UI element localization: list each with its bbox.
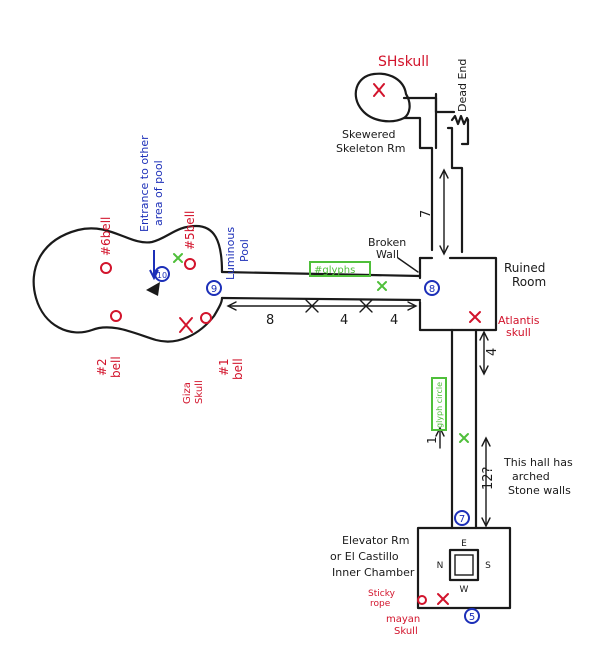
north-corridor-walls [402,96,464,254]
giza-skull-label-2: Skull [194,380,205,404]
sticky-rope-marker [417,595,427,605]
bell-6-marker [100,262,112,274]
marker-9-label: 9 [211,284,217,295]
compass-s: S [485,561,491,571]
elevator-label-2: or El Castillo [330,550,399,563]
glyph-x-marker-pool [173,253,183,263]
glyph-circle-label-box [431,377,447,431]
distance-4a-label: 4 [340,313,348,328]
broken-wall-label-2: Wall [376,248,399,261]
pool-entrance-arrowhead [149,269,159,281]
west-hall [220,270,422,302]
skewered-label-1: Skewered [342,128,396,141]
ruined-room [418,256,498,332]
elevator-label-1: Elevator Rm [342,534,409,547]
pool-entrance-label-2: area of pool [152,160,165,226]
arrowhead [439,245,449,256]
bell-2-marker [110,310,122,322]
compass-n: N [437,561,444,571]
hall-note-2: arched [512,470,550,483]
sh-skull-label: SHskull [378,54,429,70]
glyph-circle-label: glyph circle [435,382,444,428]
glyph-x-marker-south [459,433,469,443]
skewered-skeleton-room [354,72,411,123]
south-hall [450,328,478,530]
distance-4c-label: 4 [485,348,500,356]
distance-12-label: 12? [481,467,496,490]
marker-circle-8 [424,280,440,296]
marker-10-label: 10 [157,271,167,280]
skewered-label-2: Skeleton Rm [336,142,405,155]
marker-7-label: 7 [459,514,465,525]
distance-tick-x1 [305,299,319,313]
atlantis-skull-marker [469,311,481,323]
bell-2-label: #2 [95,358,109,376]
arrowhead [481,436,491,447]
marker-circle-9 [206,280,222,296]
arrowhead [439,168,449,179]
elevator-platform [448,548,480,582]
broken-wall-pointer [397,257,419,273]
arrowhead [226,301,237,311]
ruined-room-label-1: Ruined [504,261,545,275]
compass-w: W [460,585,469,595]
mayan-skull-label-1: mayan [386,614,420,625]
distance-8-label: 8 [266,313,274,328]
arrowhead [407,301,418,311]
marker-circle-5 [464,608,480,624]
arrowhead [479,365,489,376]
elevator-platform-inner [454,554,474,576]
distance-1-label: 1 [425,436,439,444]
broken-wall-label-1: Broken [368,236,406,249]
ruined-room-label-2: Room [512,275,546,289]
dead-end-walls [434,110,470,150]
marker-circle-10 [154,266,170,282]
bell-1-label: #1 [217,358,231,376]
distance-4b-label: 4 [390,313,398,328]
bell-1-marker [200,312,212,324]
hall-note-3: Stone walls [508,484,571,497]
glyph-x-marker-hall [377,281,387,291]
distance-7-label: 7 [419,210,434,218]
sticky-rope-label-2: rope [370,599,391,609]
distance-tick-x2 [359,299,373,313]
marker-5-label: 5 [469,612,475,623]
bell-1-sub: bell [231,358,245,380]
pool-entrance-label-1: Entrance to other [138,135,151,232]
mayan-skull-marker [437,593,449,605]
sticky-rope-label-1: Sticky [368,589,396,599]
marker-8-label: 8 [429,284,435,295]
arrowhead [435,426,445,437]
luminous-pool-label-2: Pool [238,239,251,262]
compass-e: E [461,539,467,549]
arrowhead [481,517,491,528]
bell-5-marker [184,258,196,270]
pool-entrance-triangle [146,282,160,296]
glyphs-label: #glyphs [314,265,355,276]
bell-6-label: #6bell [99,217,113,256]
giza-skull-marker [179,317,193,333]
marker-circle-7 [454,510,470,526]
mayan-skull-label-2: Skull [394,626,418,637]
atlantis-skull-label-2: skull [506,326,531,339]
arrowhead [479,330,489,341]
luminous-pool-label-1: Luminous [224,227,237,280]
hall-note-1: This hall has [503,456,573,469]
bell-5-label: #5bell [183,211,197,250]
pool-cave [32,224,224,343]
elevator-room [416,526,512,610]
sh-skull-marker [373,83,385,97]
glyphs-label-box [309,261,371,277]
atlantis-skull-label-1: Atlantis [498,314,540,327]
bell-2-sub: bell [109,356,123,378]
dead-end-label: Dead End [456,59,469,112]
giza-skull-label-1: Giza [182,382,193,404]
dead-end-zigzag [450,114,470,126]
elevator-label-3: Inner Chamber [332,566,415,579]
